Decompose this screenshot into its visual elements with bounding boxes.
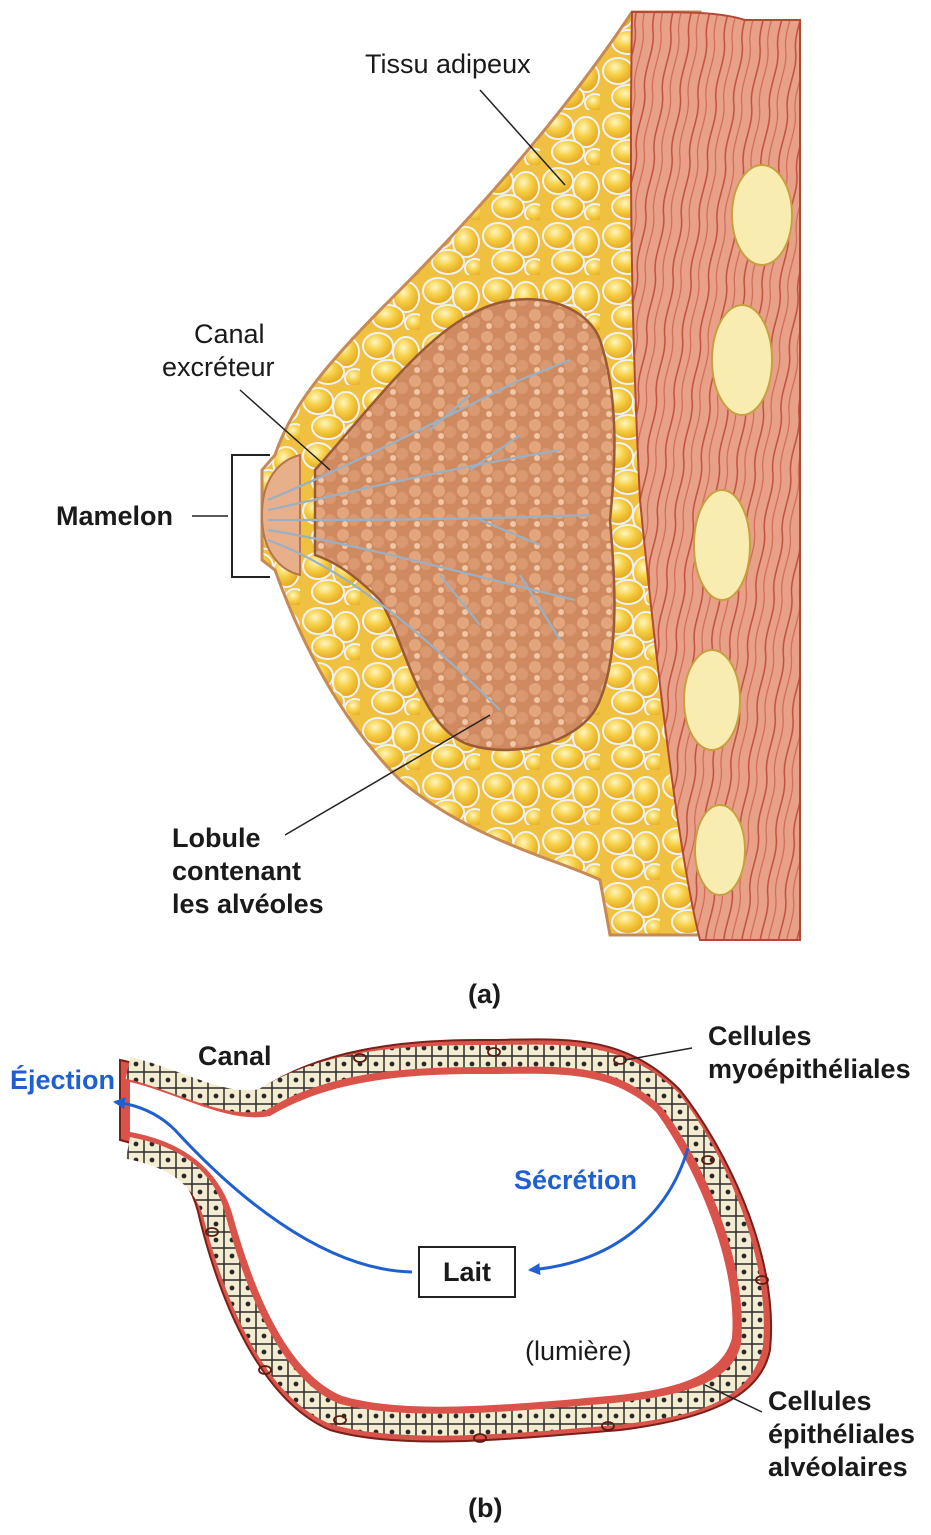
label-lumiere: (lumière) xyxy=(525,1335,632,1368)
label-canal: Canal xyxy=(198,1040,272,1073)
breast-illustration xyxy=(192,12,800,940)
alveolus-illustration xyxy=(115,1039,771,1442)
label-epi-line3: alvéolaires xyxy=(768,1451,915,1484)
label-lobule-line3: les alvéoles xyxy=(172,888,324,921)
rib-section xyxy=(732,165,792,265)
label-canal-excreteur-line1: Canal xyxy=(162,318,275,351)
label-lait: Lait xyxy=(418,1246,516,1298)
label-lobule-line1: Lobule xyxy=(172,822,324,855)
panel-b-tag: (b) xyxy=(468,1492,502,1525)
panel-a-tag: (a) xyxy=(468,978,501,1011)
label-canal-excreteur-line2: excréteur xyxy=(162,351,275,384)
label-epi-line2: épithéliales xyxy=(768,1418,915,1451)
label-lobule: Lobule contenant les alvéoles xyxy=(172,822,324,921)
rib-section xyxy=(712,305,772,415)
label-lobule-line2: contenant xyxy=(172,855,324,888)
rib-section xyxy=(684,650,740,750)
label-myo-line2: myoépithéliales xyxy=(708,1053,911,1086)
label-mamelon: Mamelon xyxy=(56,500,173,533)
label-epitheliales: Cellules épithéliales alvéolaires xyxy=(768,1385,915,1484)
rib-section xyxy=(695,805,745,895)
label-epi-line1: Cellules xyxy=(768,1385,915,1418)
label-ejection: Éjection xyxy=(10,1064,115,1097)
leader-line-myo xyxy=(625,1048,692,1060)
label-myoepitheliales: Cellules myoépithéliales xyxy=(708,1020,911,1086)
label-tissu-adipeux: Tissu adipeux xyxy=(365,48,531,81)
label-secretion: Sécrétion xyxy=(514,1164,637,1197)
label-myo-line1: Cellules xyxy=(708,1020,911,1053)
rib-section xyxy=(694,490,750,600)
label-canal-excreteur: Canal excréteur xyxy=(162,318,275,384)
